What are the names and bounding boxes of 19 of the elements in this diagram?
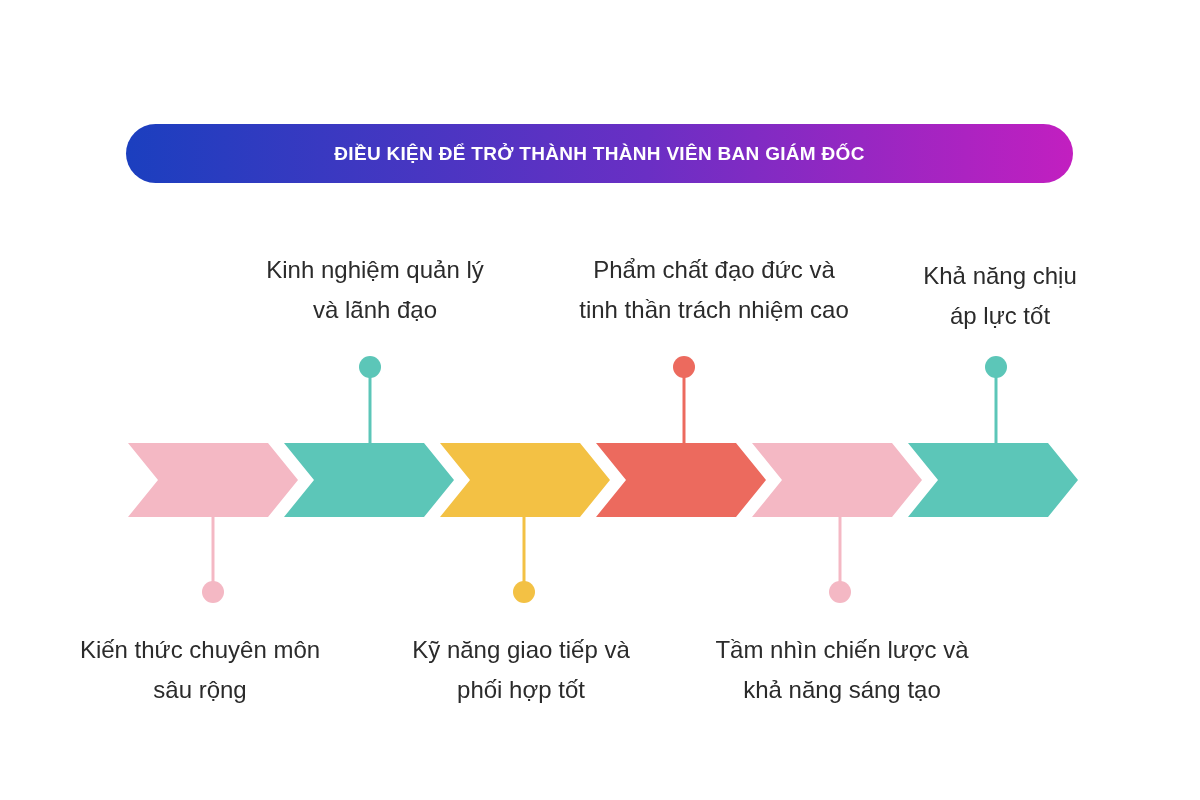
- leader-line: [513, 517, 535, 603]
- timeline-segment: [596, 443, 766, 517]
- condition-text: Tầm nhìn chiến lược và khả năng sáng tạo: [711, 630, 973, 710]
- leader-line: [359, 356, 381, 443]
- timeline-segment: [128, 443, 298, 517]
- leader-line: [202, 517, 224, 603]
- condition-text: Kiến thức chuyên môn sâu rộng: [69, 630, 331, 710]
- condition-text: Kinh nghiệm quản lý và lãnh đạo: [259, 250, 491, 330]
- timeline-segment: [908, 443, 1078, 517]
- condition-text: Kỹ năng giao tiếp và phối hợp tốt: [399, 630, 643, 710]
- leader-line: [829, 517, 851, 603]
- timeline-segment: [284, 443, 454, 517]
- condition-text: Phẩm chất đạo đức và tinh thần trách nhiệm cao: [578, 250, 850, 330]
- timeline-segment: [440, 443, 610, 517]
- leader-line: [673, 356, 695, 443]
- timeline-segment: [752, 443, 922, 517]
- title-banner: ĐIỀU KIỆN ĐỂ TRỞ THÀNH THÀNH VIÊN BAN GIÁM ĐỐC: [126, 124, 1073, 183]
- condition-text: Khả năng chịu áp lực tốt: [917, 256, 1083, 336]
- leader-line: [985, 356, 1007, 443]
